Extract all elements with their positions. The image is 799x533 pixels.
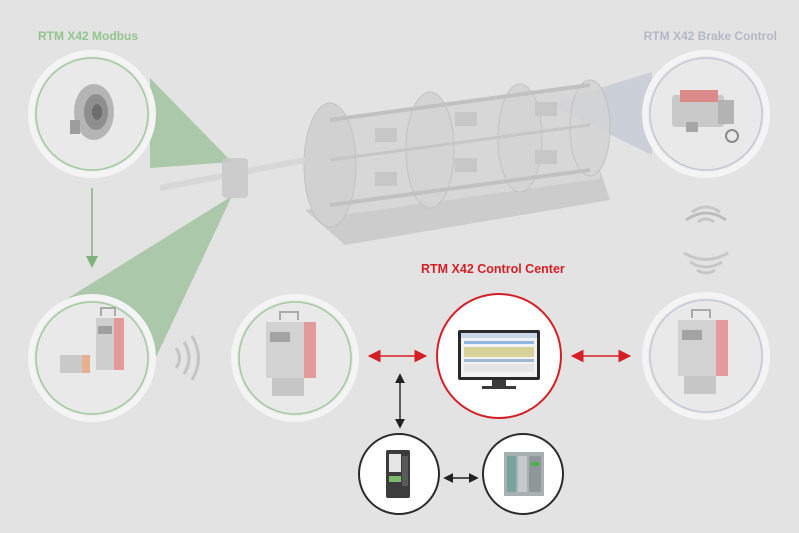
local-controller-node (28, 294, 156, 422)
brake-control-node (642, 50, 770, 178)
brake-control-label: RTM X42 Brake Control (643, 29, 777, 43)
plc-node (482, 433, 564, 515)
drum-machine-icon (159, 79, 611, 245)
controller-left-node (231, 294, 359, 422)
modbus-label: RTM X42 Modbus (38, 29, 139, 43)
gateway-node (358, 433, 440, 515)
brake-motor-icon (672, 90, 739, 143)
brake-controller-node (642, 292, 770, 420)
wireless-signal-icon (174, 335, 200, 381)
wireless-signal-icon (683, 205, 729, 275)
rotor-flange-sensor-icon (70, 84, 114, 140)
control-unit-icon (678, 309, 728, 394)
modbus-sensor-node (28, 50, 156, 178)
control-center-label: RTM X42 Control Center (421, 262, 565, 276)
plc-icon (504, 452, 544, 496)
modbus-beam-top (150, 78, 232, 168)
monitor-screen-icon (458, 330, 540, 389)
control-unit-icon (60, 307, 124, 373)
control-center-node (436, 293, 562, 419)
control-unit-icon (266, 311, 316, 396)
gateway-module-icon (386, 450, 410, 498)
